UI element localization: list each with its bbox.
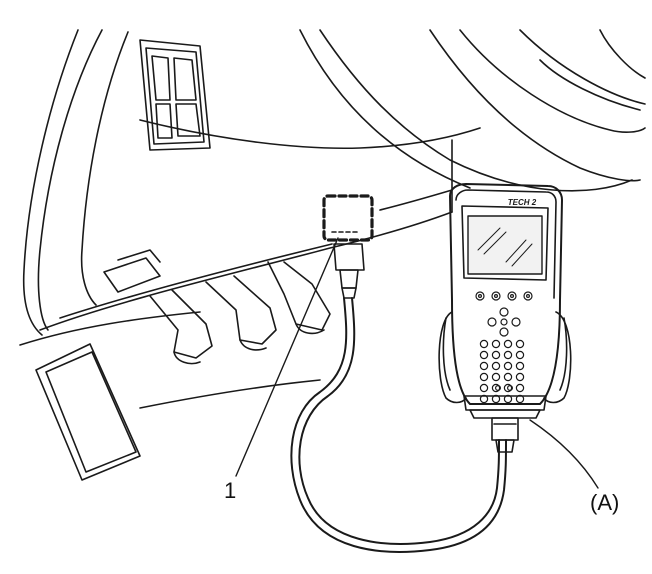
dash-small-switch: [103, 249, 161, 293]
callout-label-a: (A): [590, 490, 620, 515]
keypad-key: [515, 350, 525, 360]
function-keys: [475, 291, 533, 301]
callout-label-1: 1: [224, 478, 237, 503]
keypad-key: [479, 383, 489, 393]
keypad-key: [479, 372, 489, 382]
dlc-connector: [322, 194, 374, 242]
keypad-key: [503, 339, 513, 349]
keypad-key: [491, 339, 501, 349]
keypad-key: [491, 350, 501, 360]
keypad-key: [479, 339, 489, 349]
diagnostic-cable: [290, 297, 507, 553]
dashboard-lower-panel: [22, 29, 481, 336]
keypad-key: [503, 372, 513, 382]
keypad-key: [515, 383, 525, 393]
pedals: [149, 261, 331, 365]
keypad-key: [515, 339, 525, 349]
keypad-key: [503, 361, 513, 371]
keypad-key: [491, 361, 501, 371]
keypad-key: [503, 383, 513, 393]
leader-line-1: [235, 237, 339, 477]
tech2-scan-tool: TECH 2: [438, 183, 572, 453]
keypad-small-key: [495, 385, 502, 392]
keypad-key: [479, 361, 489, 371]
air-vent: [139, 39, 211, 151]
floor-and-side-panel: [19, 311, 321, 481]
keypad-key: [515, 372, 525, 382]
leader-lines: [235, 237, 599, 489]
keypad-key: [479, 350, 489, 360]
leader-line-a: [529, 419, 599, 489]
keypad-key: [503, 350, 513, 360]
keypad-small-key: [507, 385, 514, 392]
keypad-key: [491, 372, 501, 382]
keypad-key: [515, 361, 525, 371]
steering-column: [299, 29, 646, 192]
tech2-brand-label: TECH 2: [508, 198, 537, 207]
keypad: [479, 339, 525, 404]
keypad-key: [491, 383, 501, 393]
cable-plug: [333, 243, 365, 299]
direction-pad: [487, 307, 521, 337]
tech2-screen: [467, 215, 543, 275]
